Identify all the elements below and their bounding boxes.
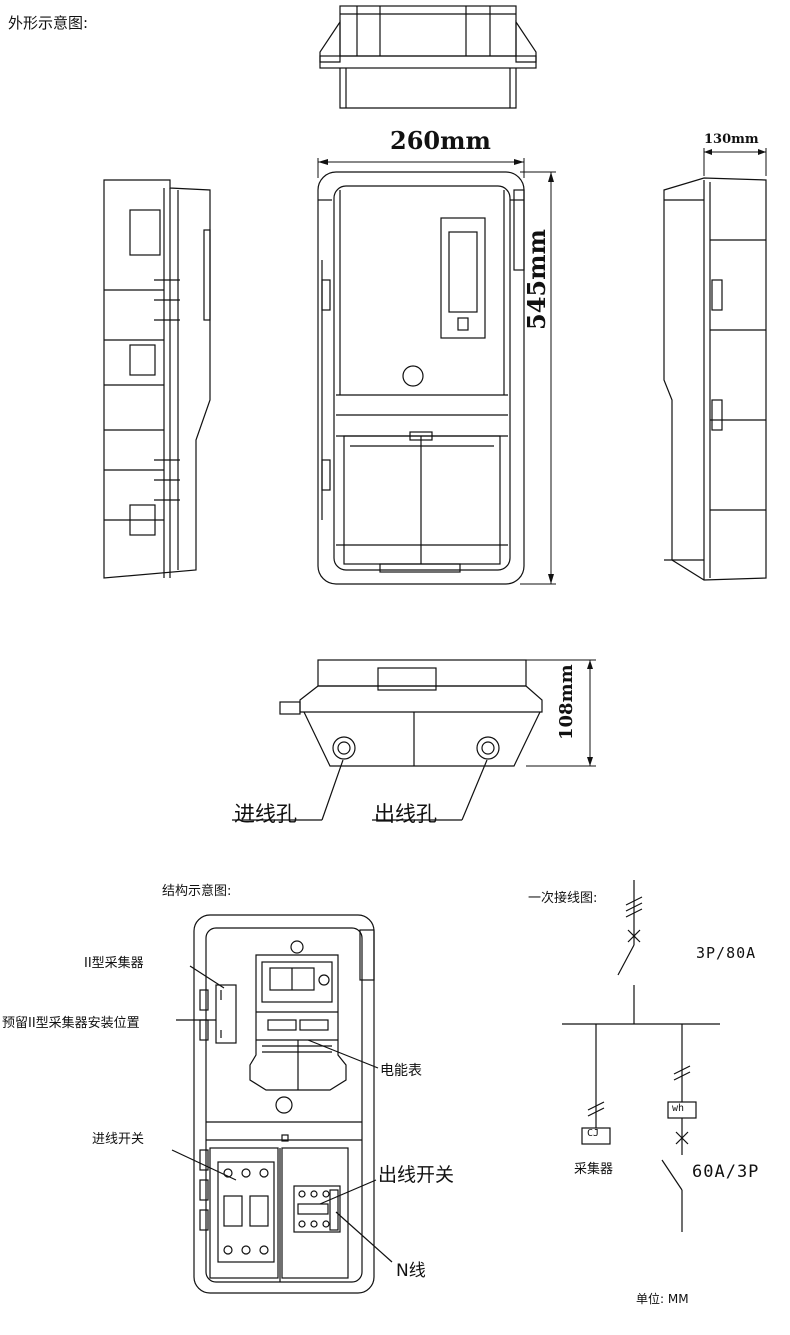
- main-breaker-rating: 3P/80A: [696, 944, 757, 962]
- width-dimension: 260mm: [390, 126, 491, 155]
- dimension-arrows: [318, 149, 766, 766]
- cj-box-label: CJ: [587, 1128, 600, 1139]
- height-dimension: 545mm: [522, 229, 551, 330]
- side-depth-dimension: 130mm: [704, 132, 759, 147]
- inlet-hole-label: 进线孔: [234, 802, 297, 826]
- unit-label: 单位: MM: [636, 1292, 689, 1306]
- wh-box-label: wh: [672, 1103, 685, 1114]
- bottom-view: [232, 659, 543, 821]
- top-view: [319, 5, 537, 109]
- meter-label: 电能表: [380, 1063, 422, 1079]
- appearance-title: 外形示意图:: [8, 14, 89, 32]
- structure-title: 结构示意图:: [162, 884, 232, 899]
- collector-wiring-label: 采集器: [574, 1162, 614, 1177]
- wiring-diagram: [562, 880, 720, 1232]
- wiring-title: 一次接线图:: [528, 891, 598, 906]
- structure-diagram: [171, 914, 393, 1294]
- outlet-hole-label: 出线孔: [374, 802, 437, 826]
- n-line-label: N线: [396, 1261, 426, 1281]
- out-switch-label: 出线开关: [378, 1164, 455, 1186]
- dimension-lines: [317, 148, 767, 767]
- in-switch-label: 进线开关: [92, 1132, 145, 1147]
- bottom-depth-dimension: 108mm: [556, 664, 577, 740]
- left-side-view: [103, 179, 211, 579]
- front-view: [317, 171, 525, 585]
- right-side-view: [663, 177, 767, 581]
- branch-breaker-rating: 60A/3P: [692, 1162, 760, 1182]
- collector-label: II型采集器: [84, 956, 144, 971]
- reserved-position-label: 预留II型采集器安装位置: [2, 1016, 140, 1031]
